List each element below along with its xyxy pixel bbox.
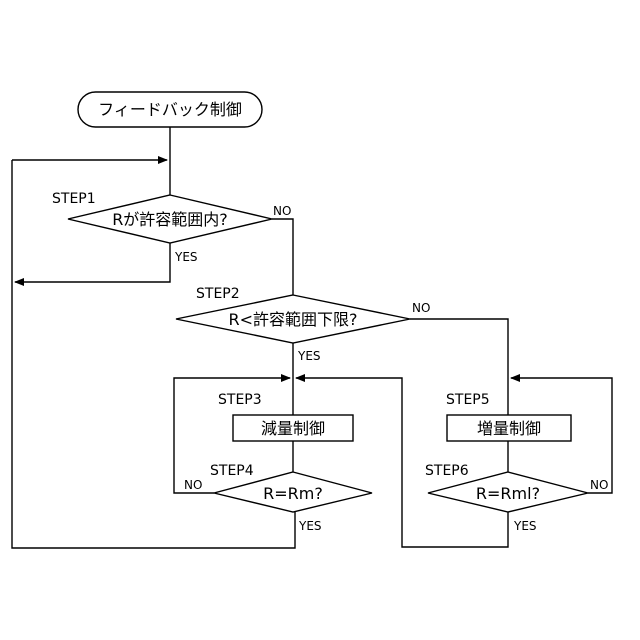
step4-yes-label: YES — [298, 519, 322, 533]
step4-no-label: NO — [184, 478, 202, 492]
step6-no-label: NO — [590, 478, 608, 492]
step1-label: Rが許容範囲内? — [112, 210, 228, 229]
step5-step-label: STEP5 — [446, 392, 490, 408]
step3-step-label: STEP3 — [218, 392, 262, 408]
step4-label: R=Rm? — [263, 484, 323, 503]
step6-step-label: STEP6 — [425, 463, 469, 479]
edge-step1-yes — [15, 243, 170, 282]
step2-step-label: STEP2 — [196, 286, 240, 302]
step2-no-label: NO — [412, 301, 430, 315]
step1-step-label: STEP1 — [52, 191, 96, 207]
step2-label: R<許容範囲下限? — [228, 310, 357, 329]
step5-label: 増量制御 — [477, 419, 541, 438]
edge-step1-no — [272, 219, 293, 295]
step2-yes-label: YES — [297, 349, 321, 363]
step6-label: R=Rml? — [476, 484, 540, 503]
start-label: フィードバック制御 — [98, 100, 242, 119]
step4-step-label: STEP4 — [210, 463, 254, 479]
step1-yes-label: YES — [174, 250, 198, 264]
step6-yes-label: YES — [513, 519, 537, 533]
step1-no-label: NO — [273, 204, 291, 218]
step3-label: 減量制御 — [261, 419, 325, 438]
